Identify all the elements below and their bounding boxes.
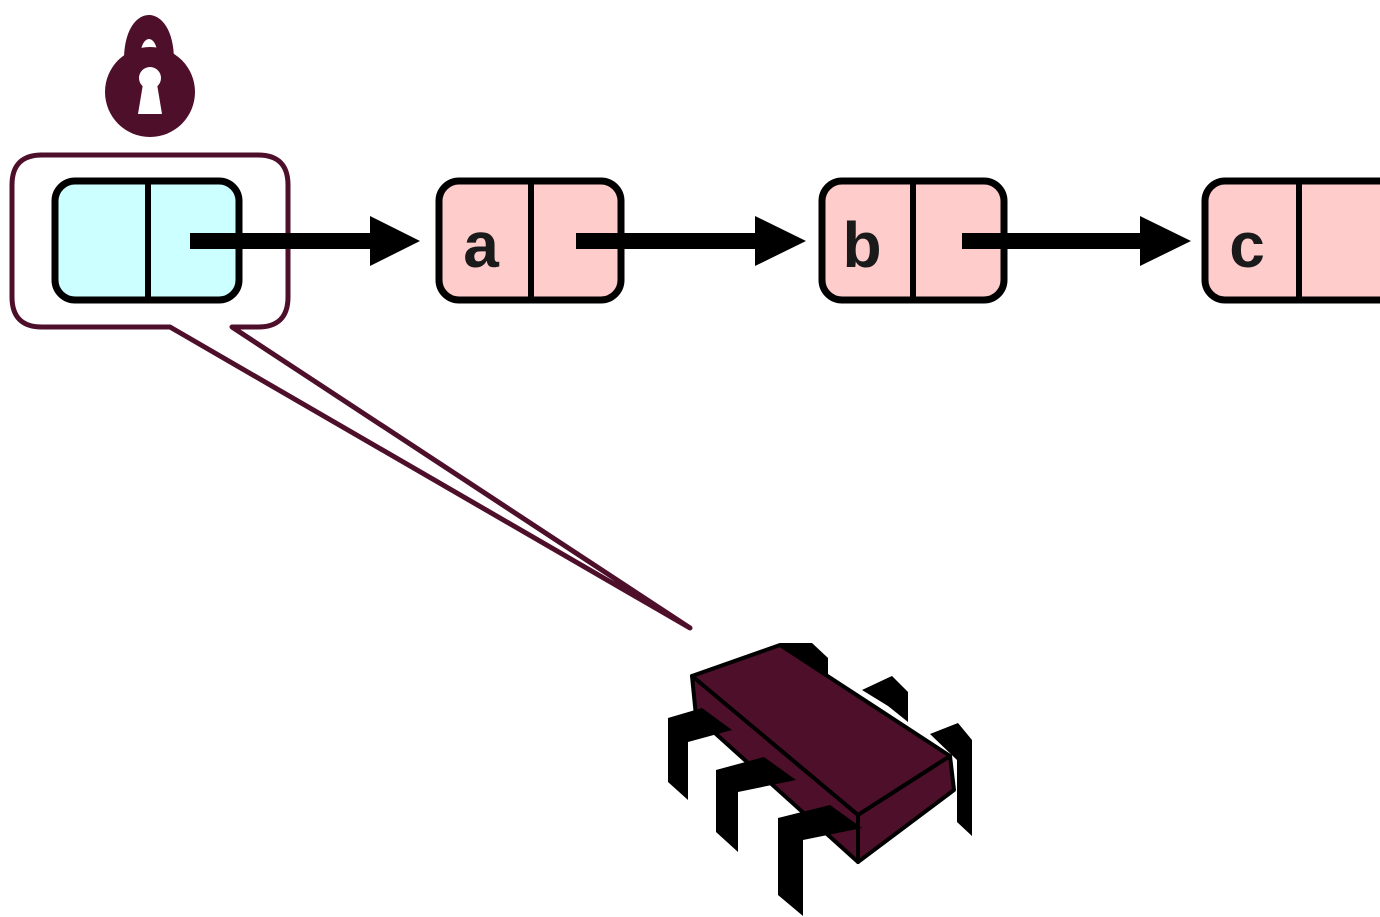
padlock-icon [105,15,195,137]
list-node-a: a [435,177,625,304]
node-label-c: c [1229,209,1265,281]
next-pointer-a-to-b [576,216,806,266]
node-label-a: a [463,209,499,281]
next-pointer-head-to-a [190,216,420,266]
list-node-c: c [1201,177,1380,304]
list-node-b: b [818,177,1008,304]
processor-chip-icon [668,643,972,916]
node-label-b: b [842,209,881,281]
next-pointer-b-to-c [962,216,1191,266]
head-callout [9,152,693,631]
list-head-node [51,177,243,304]
